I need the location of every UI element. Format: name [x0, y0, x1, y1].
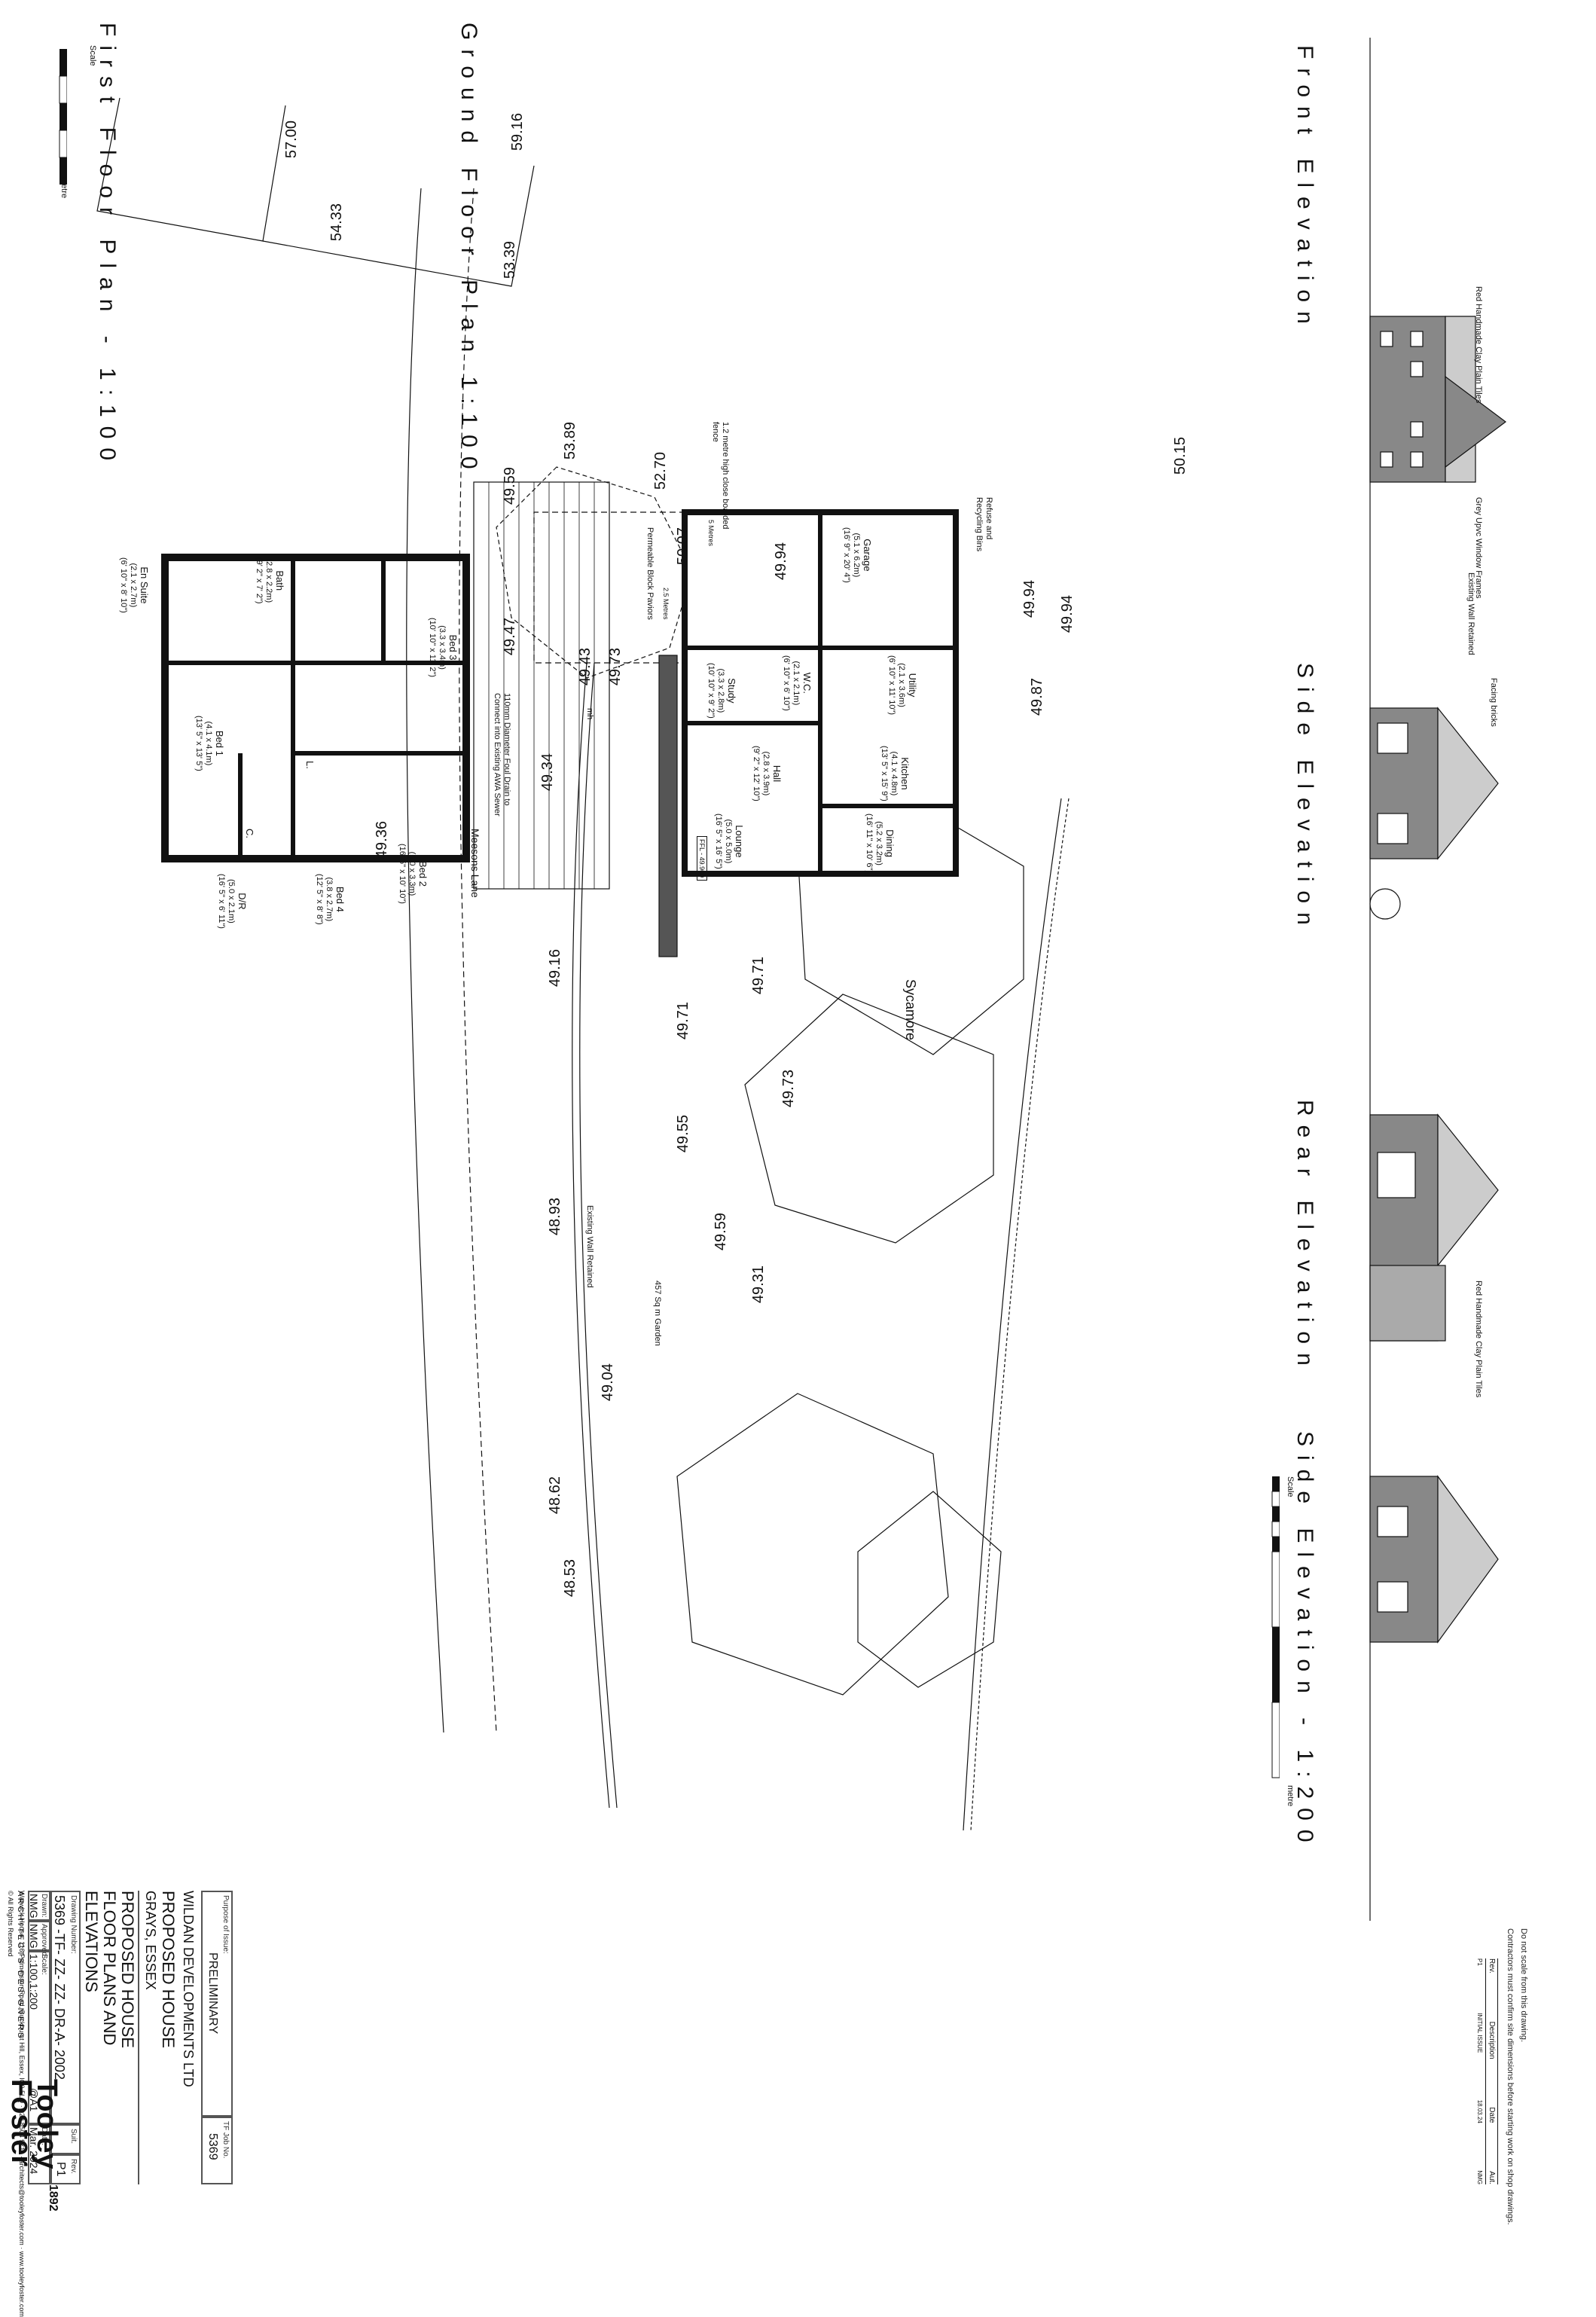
elevation-scale-unit: metre: [1286, 1785, 1295, 1807]
drawing-title-line1: PROPOSED HOUSE: [118, 1891, 137, 2049]
drawing-title-line3: ELEVATIONS: [82, 1891, 101, 1992]
note-roof-tiles-rear: Red Handmade Clay Plain Tiles: [1474, 1281, 1483, 1398]
project-name: PROPOSED HOUSE: [159, 1891, 178, 2049]
drawing-title-line2: FLOOR PLANS AND: [100, 1891, 119, 2046]
note-facing-bricks: Facing bricks: [1489, 678, 1498, 727]
title-block: Purpose of Issue: PRELIMINARY TF Job No.…: [7, 1891, 233, 2237]
revision-row: P1 INITIAL ISSUE 18.03.24 NMG: [1476, 1958, 1483, 2184]
note-roof-tiles-front: Red Handmade Clay Plain Tiles: [1474, 286, 1483, 404]
job-number-box: TF Job No. 5369: [201, 2117, 233, 2184]
first-floor-plan-drawing: [161, 481, 610, 890]
note-contractors: Contractors must confirm site dimensions…: [1506, 1928, 1515, 2225]
site-plan-drawing: [96, 97, 1070, 1831]
project-location: GRAYS, ESSEX: [143, 1891, 158, 1990]
elevation-scale-label: Scale: [1286, 1476, 1295, 1497]
client-name: WILDAN DEVELOPMENTS LTD: [181, 1891, 196, 2087]
note-existing-wall: Existing Wall Retained: [1466, 572, 1475, 655]
approved-box: Approved: NMG: [28, 1921, 50, 1958]
drawing-sheet: First Floor Plan - 1:100 Scale metre: [5, 23, 1528, 2317]
copyright: © All Rights Reserved: [7, 1891, 14, 1957]
first-floor-scale-bar: [18, 49, 68, 230]
purpose-box: Purpose of Issue: PRELIMINARY: [201, 1891, 233, 2117]
logo-year: 1892: [47, 2184, 60, 2212]
elevations-drawing: [1369, 38, 1506, 1921]
note-do-not-scale: Do not scale from this drawing.: [1519, 1928, 1528, 2043]
elevation-scale-bar: [1253, 1476, 1280, 1793]
drawn-box: Drawn: NMG: [28, 1891, 50, 1921]
revision-table-header: Rev. Description Date Aut.: [1485, 1958, 1498, 2184]
